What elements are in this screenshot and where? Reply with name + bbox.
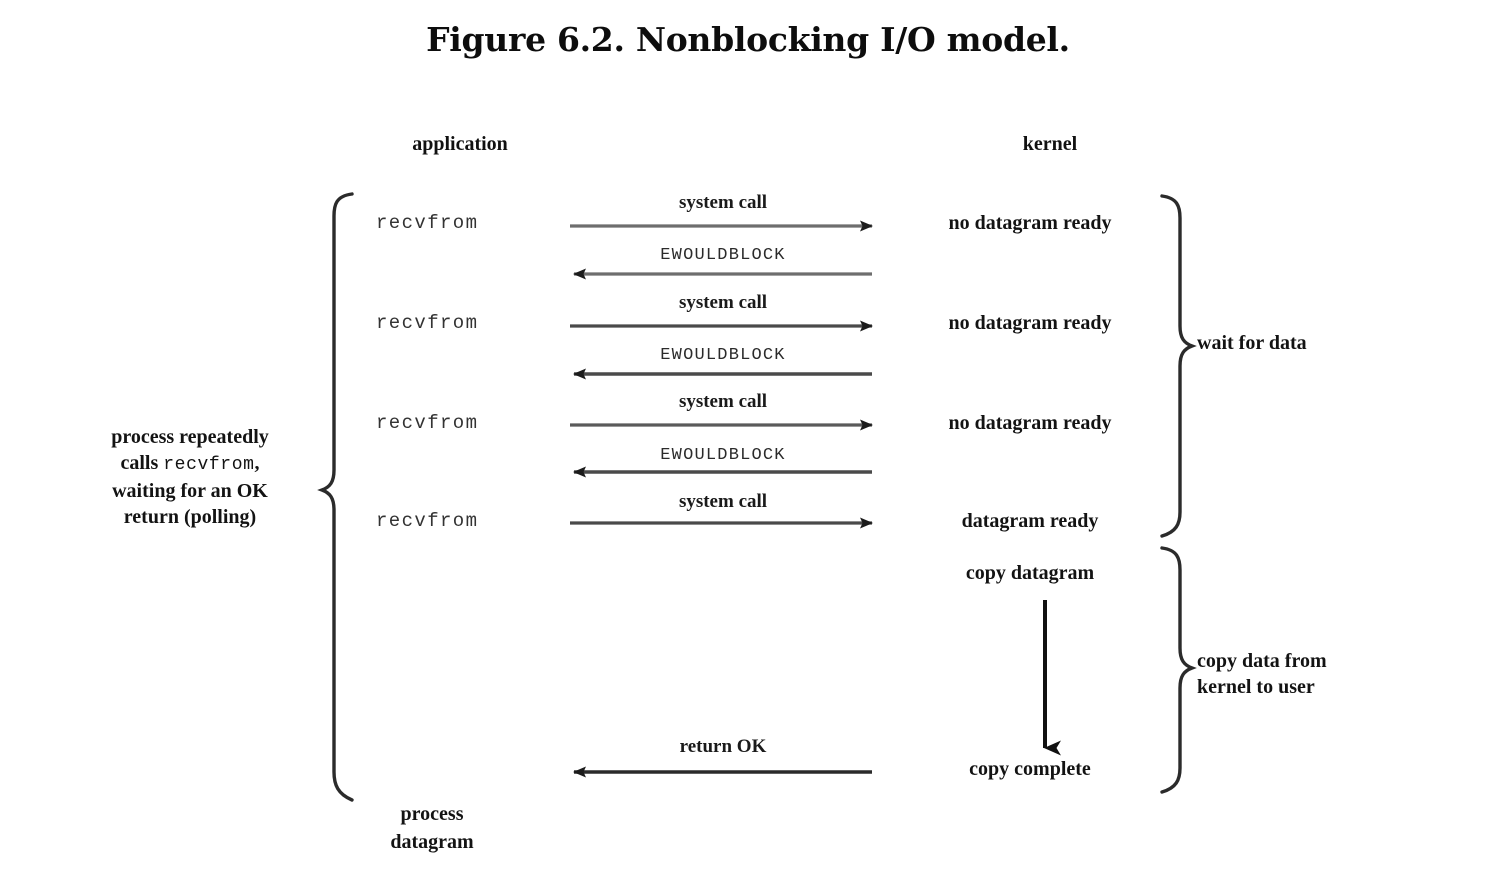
call-label-recvfrom-2: recvfrom [376, 312, 479, 334]
kernel-state-datagram-ready: datagram ready [961, 510, 1099, 532]
note-process-polling-line2-suffix: , [254, 452, 260, 474]
note-process-polling-line2-code: recvfrom [163, 455, 255, 475]
note-process-polling-line2: calls recvfrom, [60, 450, 320, 478]
brace-left-process [317, 192, 354, 802]
kernel-state-no-datagram-ready-3: no datagram ready [948, 412, 1112, 434]
note-copy-data: copy data from kernel to user [1197, 648, 1447, 700]
note-process-polling: process repeatedly calls recvfrom, waiti… [60, 424, 320, 530]
note-process-polling-line1: process repeatedly [111, 426, 269, 448]
note-process-polling-line4: return (polling) [123, 506, 257, 528]
note-wait-for-data: wait for data [1197, 332, 1307, 354]
kernel-state-copy-datagram: copy datagram [965, 562, 1095, 584]
figure-title: Figure 6.2. Nonblocking I/O model. [426, 20, 1070, 59]
call-label-recvfrom-4: recvfrom [376, 510, 479, 532]
kernel-state-no-datagram-ready-2: no datagram ready [948, 312, 1112, 334]
column-header-kernel: kernel [1022, 133, 1078, 155]
brace-right-wait-for-data [1160, 194, 1197, 538]
call-label-recvfrom-1: recvfrom [376, 212, 479, 234]
note-process-polling-line2-prefix: calls [120, 452, 164, 474]
note-process-datagram: process datagram [352, 800, 512, 856]
arrow-label-system-call-4: system call [678, 491, 768, 512]
brace-right-copy-data [1160, 546, 1197, 794]
note-process-datagram-line2: datagram [390, 831, 474, 853]
arrow-label-ewouldblock-1: EWOULDBLOCK [660, 246, 786, 265]
arrow-label-ewouldblock-2: EWOULDBLOCK [660, 346, 786, 365]
call-label-recvfrom-3: recvfrom [376, 412, 479, 434]
arrow-label-return-ok: return OK [679, 736, 767, 757]
arrow-label-system-call-2: system call [678, 292, 768, 313]
note-copy-data-line1: copy data from [1197, 650, 1327, 672]
arrow-label-ewouldblock-3: EWOULDBLOCK [660, 446, 786, 465]
note-process-polling-line3: waiting for an OK [112, 480, 268, 502]
note-copy-data-line2: kernel to user [1197, 676, 1315, 698]
kernel-state-no-datagram-ready-1: no datagram ready [948, 212, 1112, 234]
arrow-label-system-call-1: system call [678, 192, 768, 213]
arrow-label-system-call-3: system call [678, 391, 768, 412]
column-header-application: application [412, 133, 508, 155]
note-process-datagram-line1: process [400, 803, 464, 825]
kernel-state-copy-complete: copy complete [969, 758, 1091, 780]
